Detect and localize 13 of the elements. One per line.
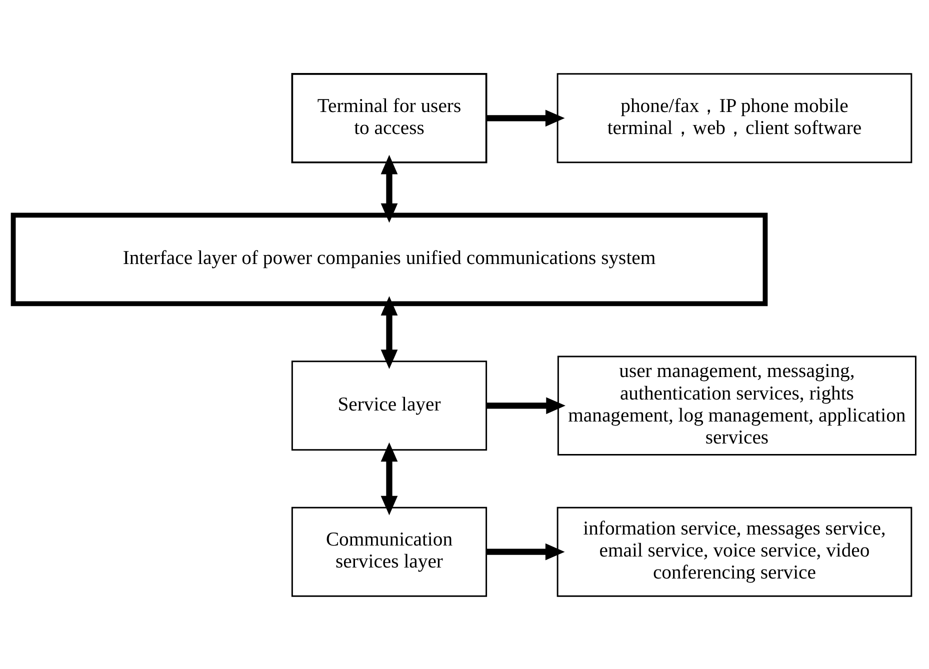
arrow: [380, 442, 398, 515]
arrow: [486, 542, 565, 560]
node-box: Communication services layer: [291, 506, 488, 596]
arrow: [380, 154, 398, 222]
node-box: Terminal for users to access: [291, 72, 488, 163]
arrow: [486, 396, 566, 414]
arrow: [486, 109, 565, 126]
arrow: [380, 296, 398, 368]
node-box: phone/fax，IP phone mobile terminal，web，client software: [556, 72, 912, 163]
node-box: information service, messages service, email service, voice service, video conferencing service: [556, 506, 912, 596]
node-box: user management, messaging, authentication services, rights management, log management, application services: [557, 355, 916, 456]
node-box: Interface layer of power companies unified communications system: [10, 212, 768, 306]
node-box: Service layer: [291, 360, 488, 450]
